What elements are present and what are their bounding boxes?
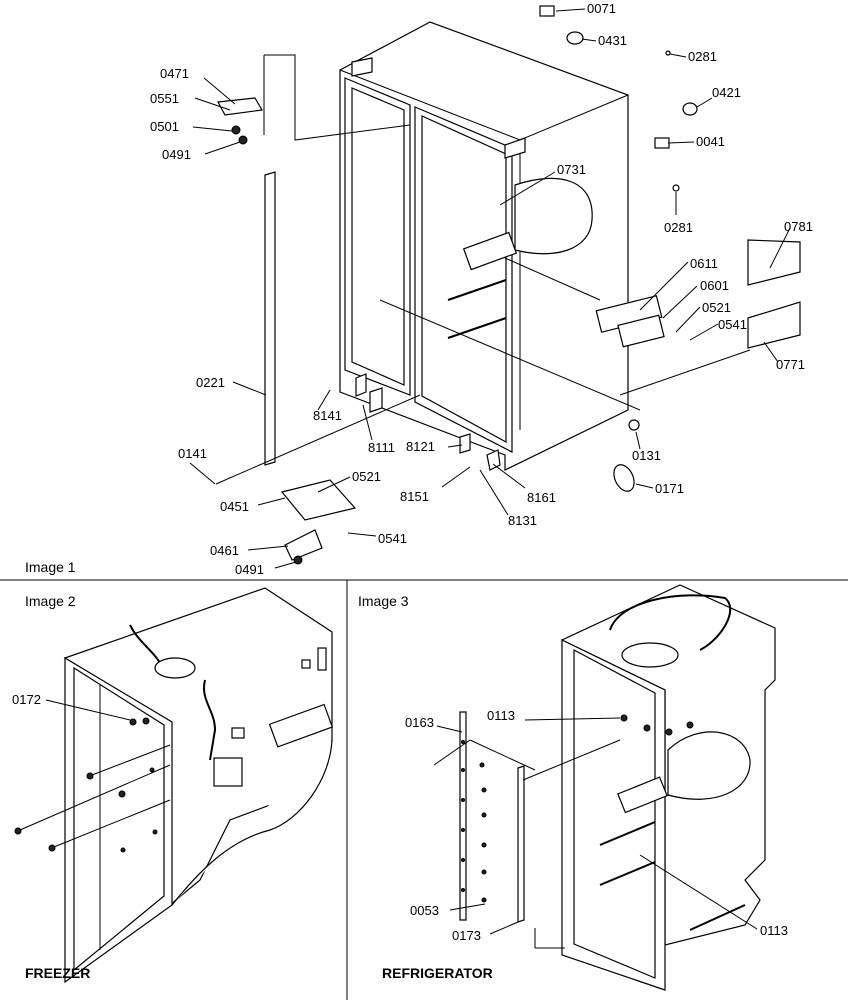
image1-callouts: 0071 0431 0281 0421 0041 0471 0551 0501 … [150,1,813,577]
callout-8121: 8121 [406,439,435,454]
callout-0113-top: 0113 [487,708,515,723]
callout-0551: 0551 [150,91,179,106]
callout-0461: 0461 [210,543,239,558]
callout-0281-side: 0281 [664,220,693,235]
callout-0491-top: 0491 [162,147,191,162]
callout-0521-right: 0521 [702,300,731,315]
callout-8131: 8131 [508,513,537,528]
callout-0281-top: 0281 [688,49,717,64]
freezer-title: FREEZER [25,965,90,981]
callout-8161: 8161 [527,490,556,505]
callout-0131: 0131 [632,448,661,463]
callout-0521-bottom: 0521 [352,469,381,484]
callout-8141: 8141 [313,408,342,423]
callout-0172: 0172 [12,692,41,707]
refrigerator-title: REFRIGERATOR [382,965,493,981]
callout-0431: 0431 [598,33,627,48]
callout-0781: 0781 [784,219,813,234]
image2-caption: Image 2 [25,593,76,609]
callout-0611: 0611 [690,256,718,271]
callout-0601: 0601 [700,278,729,293]
callout-0071: 0071 [587,1,616,16]
image3-caption: Image 3 [358,593,409,609]
callout-0113-bottom: 0113 [760,923,788,938]
image3-leader-lines [436,717,758,935]
callout-0471: 0471 [160,66,189,81]
callout-0541-bottom: 0541 [378,531,407,546]
callout-0451: 0451 [220,499,249,514]
callout-0053: 0053 [410,903,439,918]
callout-0171: 0171 [655,481,684,496]
image1-leader-lines [189,8,791,569]
callout-0221: 0221 [196,375,225,390]
callout-0173: 0173 [452,928,481,943]
callout-0491-bottom: 0491 [235,562,264,577]
image1-exploded-cabinet [215,5,801,565]
callout-0163: 0163 [405,715,434,730]
callout-0731: 0731 [557,162,586,177]
image3-refrigerator-drawing [433,584,776,991]
callout-0501: 0501 [150,119,179,134]
image2-freezer-drawing [14,587,334,984]
callout-0541-right: 0541 [718,317,747,332]
callout-0771: 0771 [776,357,805,372]
callout-0421: 0421 [712,85,741,100]
callout-0041: 0041 [696,134,725,149]
image1-caption: Image 1 [25,559,76,575]
callout-8111: 8111 [368,440,395,455]
callout-0141: 0141 [178,446,207,461]
callout-8151: 8151 [400,489,429,504]
